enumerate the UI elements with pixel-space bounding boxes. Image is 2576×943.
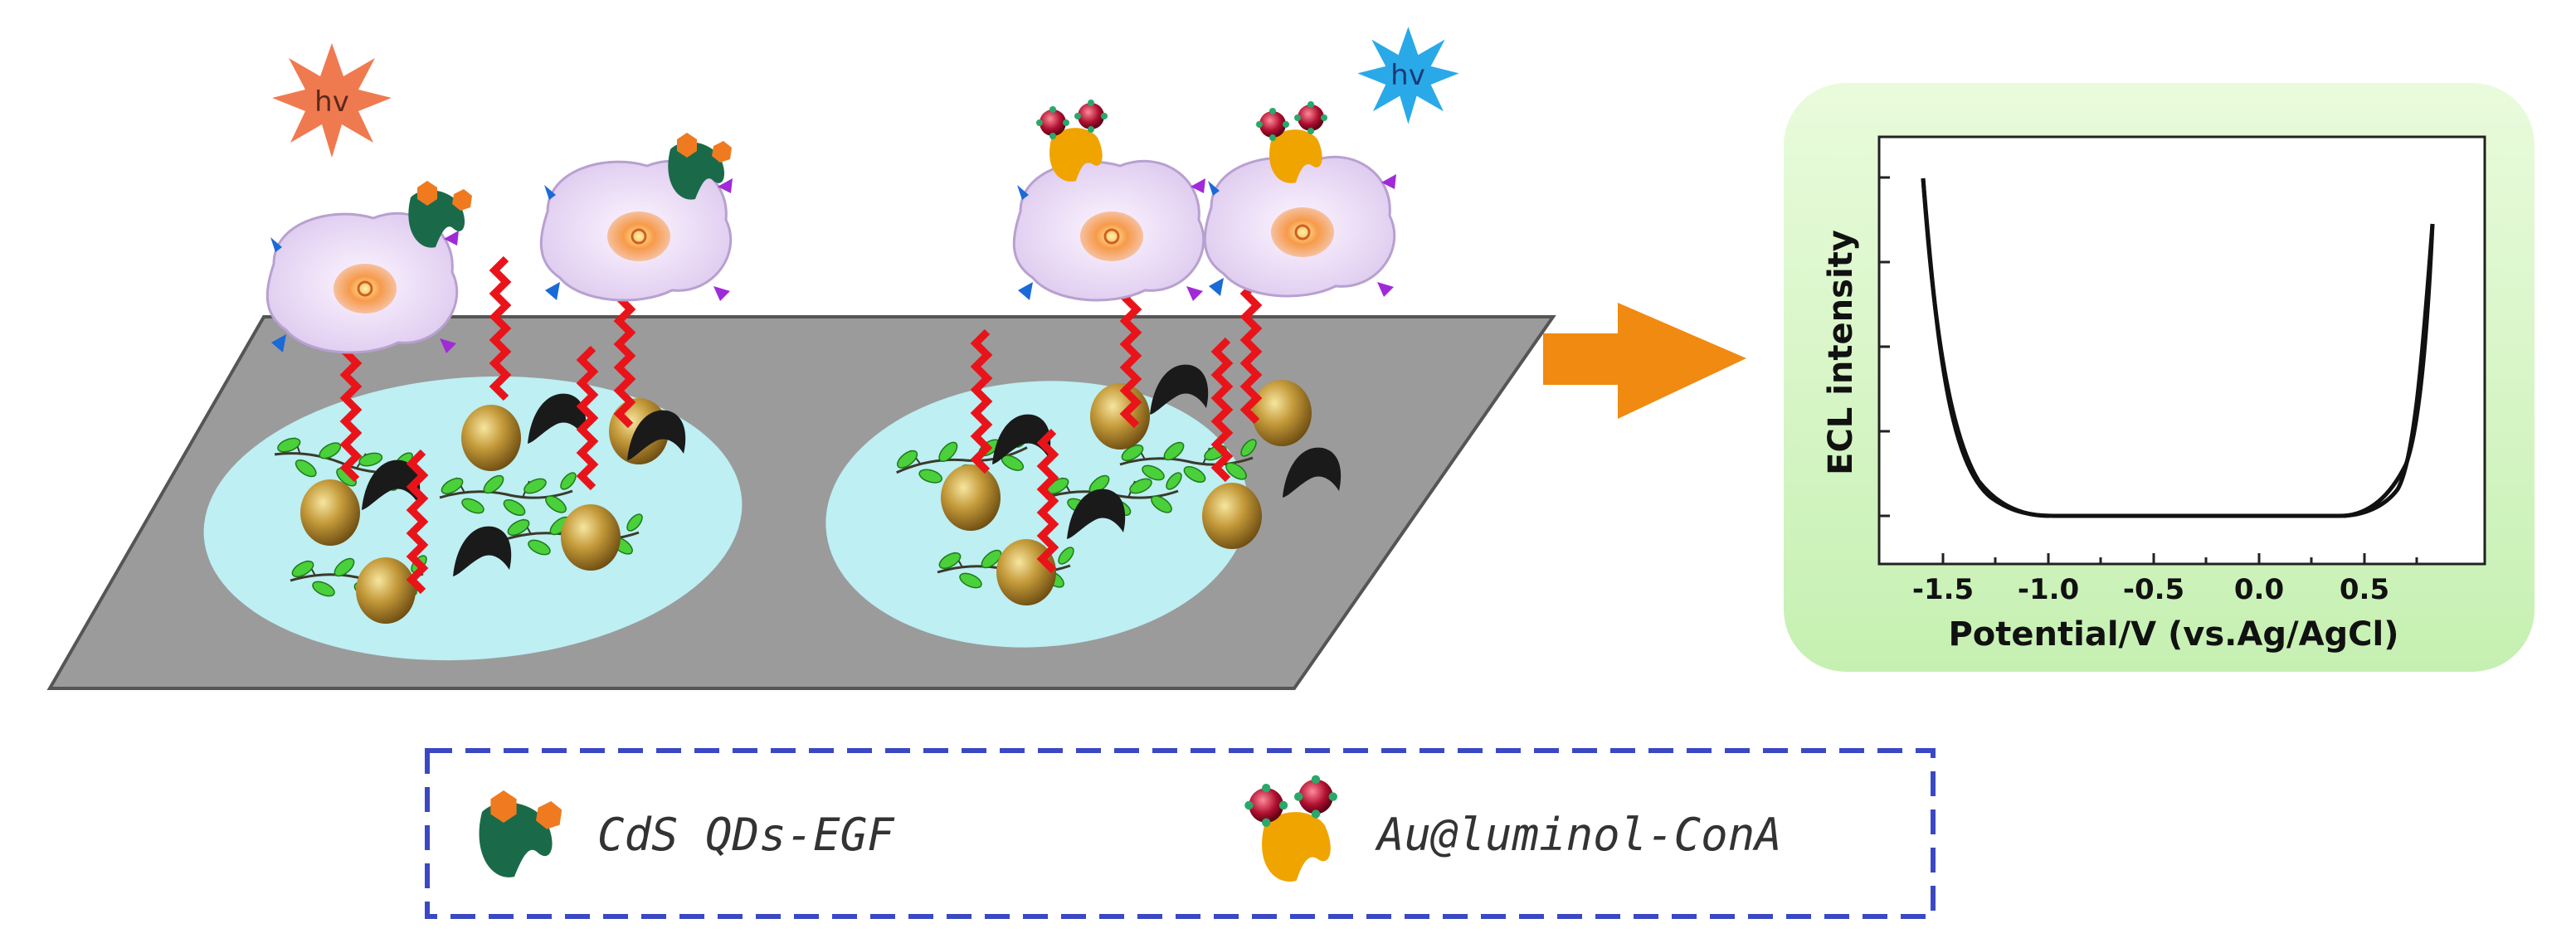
x-tick-label: 0.5 bbox=[2340, 573, 2389, 606]
x-tick-label: -0.5 bbox=[2123, 573, 2184, 606]
x-axis-ticks bbox=[1941, 553, 2418, 564]
x-axis-label: Potential/V (vs.Ag/AgCl) bbox=[1948, 615, 2398, 654]
legend-au-label: Au@luminol-ConA bbox=[1375, 809, 1782, 861]
flow-arrow bbox=[1543, 303, 1746, 419]
x-tick-label: 0.0 bbox=[2234, 573, 2284, 606]
x-tick-label: -1.5 bbox=[1912, 573, 1974, 606]
ecl-curve-return bbox=[1921, 177, 2435, 518]
y-axis-label: ECL intensity bbox=[1822, 230, 1860, 475]
y-axis-ticks bbox=[1879, 176, 1890, 518]
hv-emission-right: hv bbox=[1357, 27, 1459, 124]
hv-label-left: hv bbox=[314, 85, 349, 119]
x-tick-label: -1.0 bbox=[2018, 573, 2079, 606]
au-luminol-cona-probes bbox=[1036, 100, 1327, 183]
legend-box bbox=[425, 748, 1936, 919]
hv-label-right: hv bbox=[1390, 59, 1425, 92]
ecl-plot-area bbox=[1877, 135, 2486, 566]
hv-emission-left: hv bbox=[272, 43, 392, 158]
legend-cds-label: CdS QDs-EGF bbox=[597, 809, 895, 861]
